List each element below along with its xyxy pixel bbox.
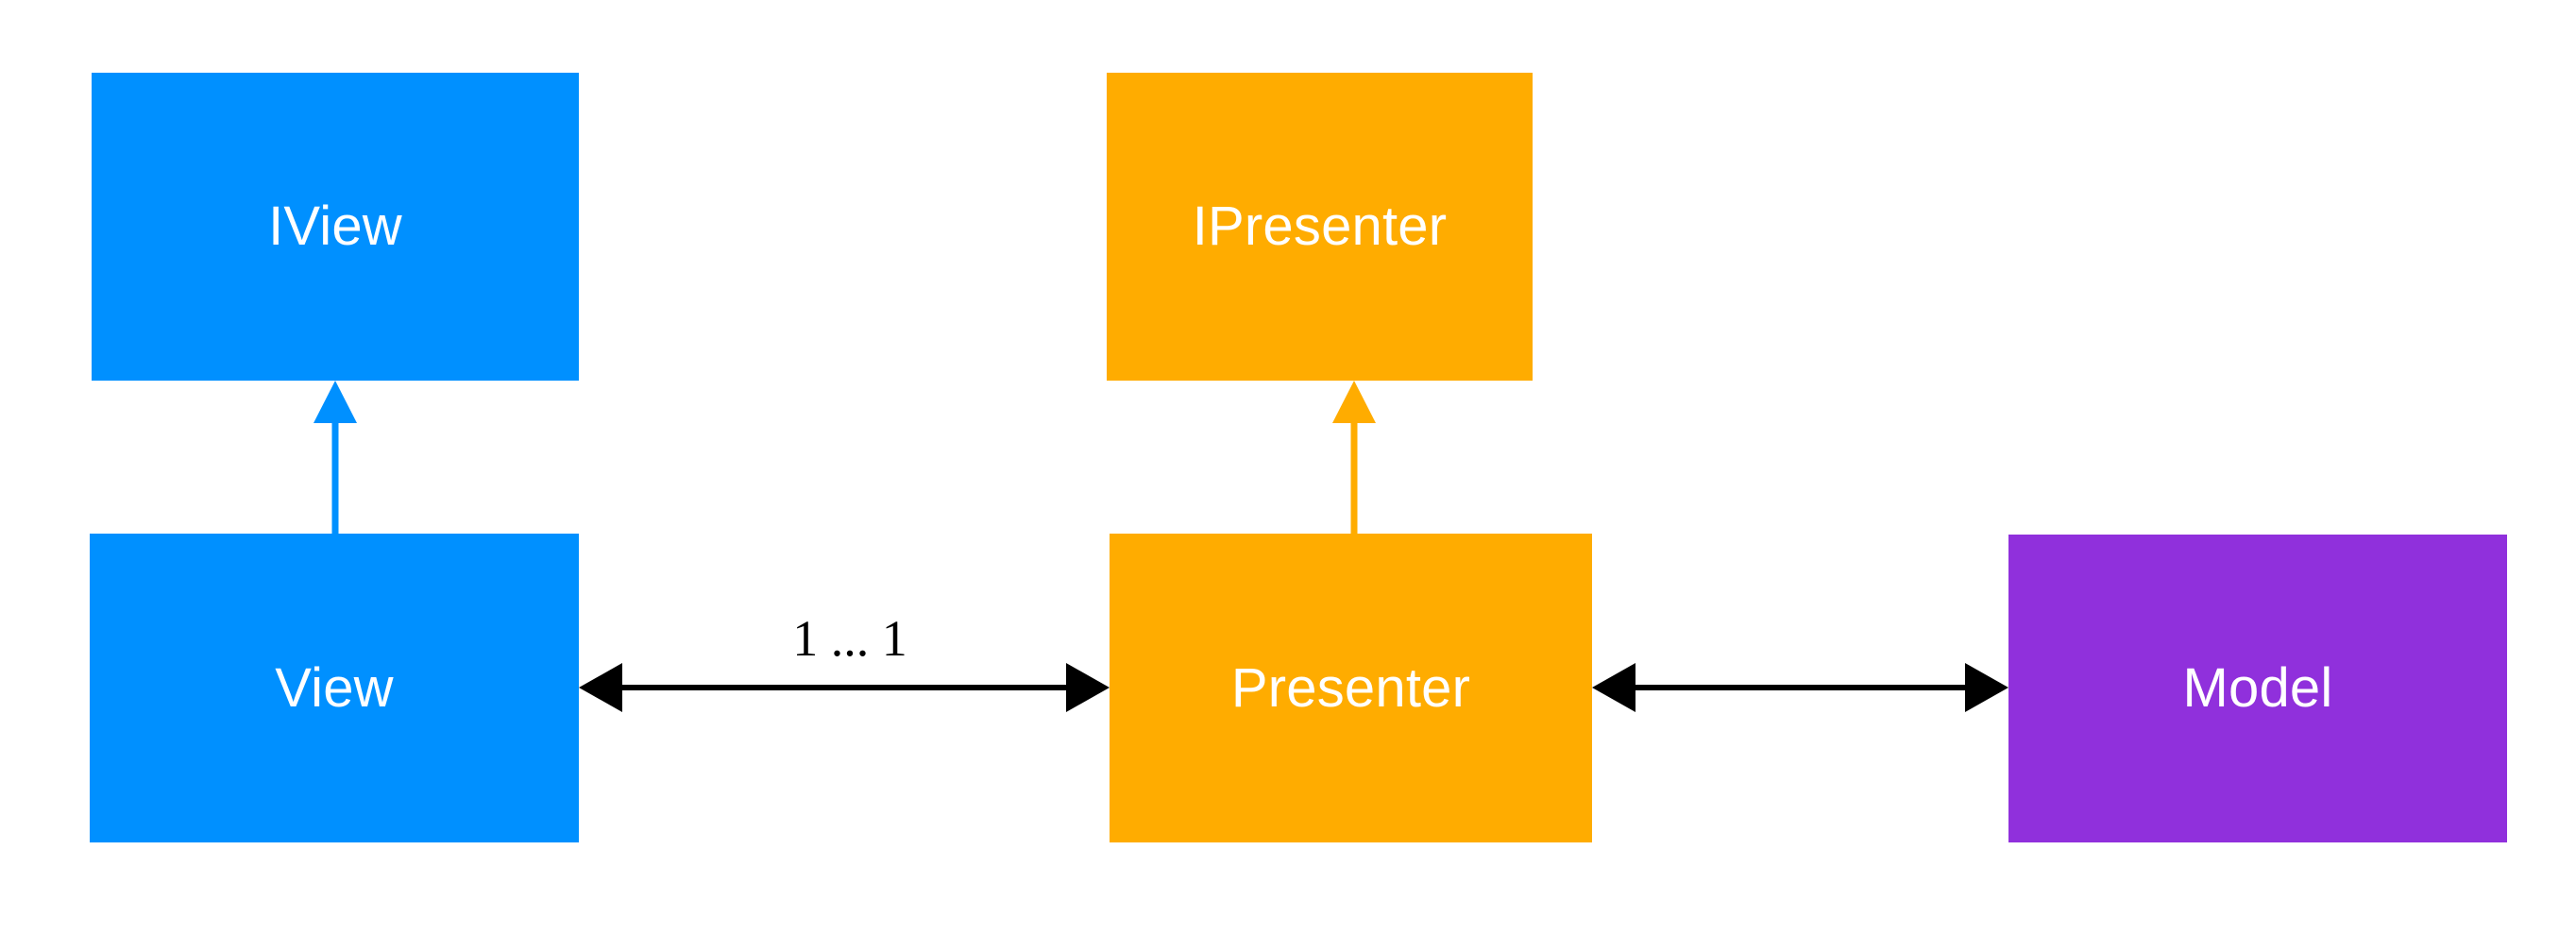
node-presenter[interactable]: Presenter (1110, 534, 1592, 842)
edge-presenter-model-association (1592, 663, 2008, 712)
edge-presenter-model-arrowhead-left (1592, 663, 1635, 712)
node-view[interactable]: View (90, 534, 579, 842)
edge-view-implements-iview (314, 381, 357, 534)
node-iview-label: IView (268, 196, 402, 257)
edge-presenter-model-arrowhead-right (1965, 663, 2008, 712)
edge-view-iview-arrowhead (314, 381, 357, 423)
node-view-label: View (275, 656, 394, 719)
node-ipresenter[interactable]: IPresenter (1107, 73, 1533, 381)
node-ipresenter-label: IPresenter (1192, 196, 1448, 257)
edge-presenter-implements-ipresenter (1332, 381, 1376, 534)
node-model[interactable]: Model (2008, 535, 2507, 842)
node-iview[interactable]: IView (92, 73, 579, 381)
edge-view-presenter-arrowhead-left (579, 663, 622, 712)
edge-view-presenter-association (579, 663, 1110, 712)
edge-presenter-ipresenter-arrowhead (1332, 381, 1376, 423)
node-presenter-label: Presenter (1230, 656, 1471, 719)
edge-label-view-presenter-multiplicity: 1 ... 1 (792, 610, 907, 667)
node-model-label: Model (2182, 657, 2333, 719)
edge-view-presenter-arrowhead-right (1066, 663, 1110, 712)
